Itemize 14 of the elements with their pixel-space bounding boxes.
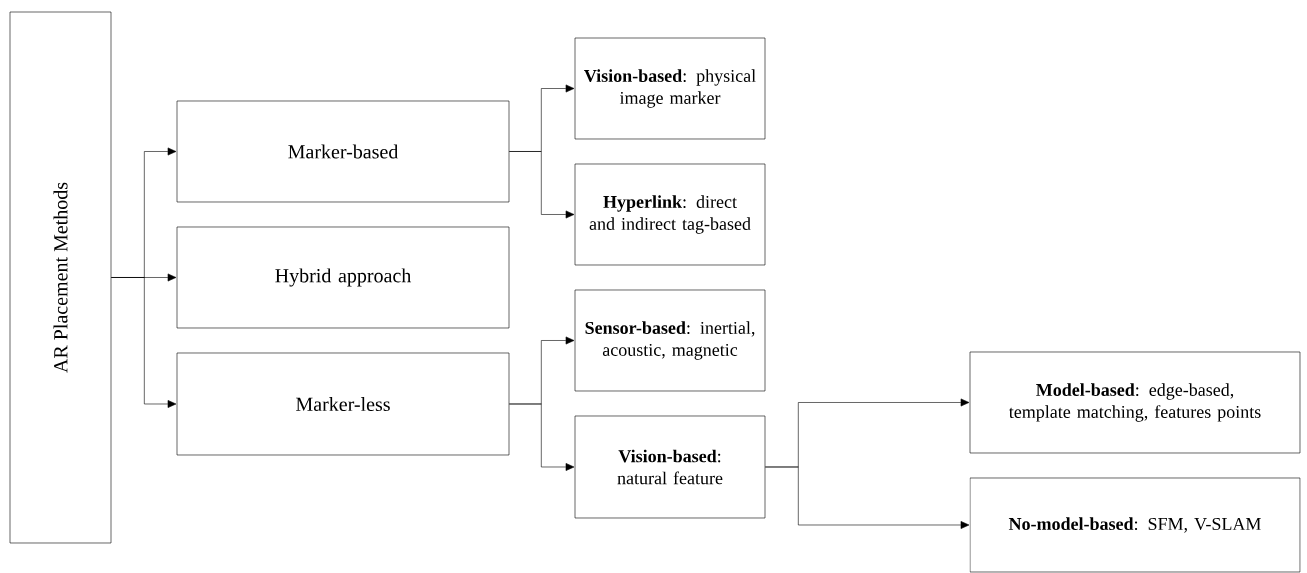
box: Hyperlink: direct and indirect tag-based bbox=[574, 163, 766, 266]
arrow bbox=[111, 277, 177, 408]
box: AR Placement Methods bbox=[9, 11, 112, 544]
arrow bbox=[509, 403, 575, 471]
box: Marker-based bbox=[176, 100, 510, 203]
box: Vision-based: natural feature bbox=[574, 415, 766, 519]
arrow bbox=[765, 466, 970, 529]
arrow bbox=[509, 151, 575, 219]
box: Sensor-based: inertial, acoustic, magnetic bbox=[574, 289, 766, 392]
box: Model-based: edge-based, template matching, features points bbox=[969, 351, 1301, 454]
box: Hybrid approach bbox=[176, 226, 510, 329]
box: No-model-based: SFM, V-SLAM bbox=[969, 477, 1301, 573]
box: Vision-based: physical image marker bbox=[574, 37, 766, 140]
box: Marker-less bbox=[176, 352, 510, 456]
